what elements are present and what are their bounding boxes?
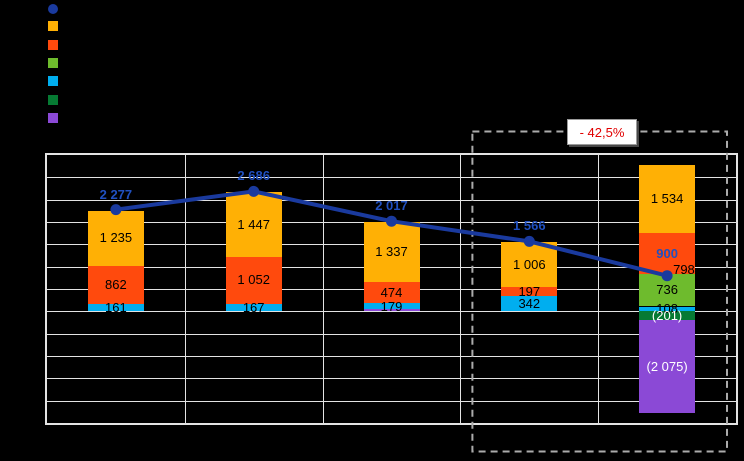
plot-area-border: [45, 153, 738, 425]
segment-value-label: 474: [380, 284, 403, 300]
gridline-vertical: [598, 155, 600, 423]
gridline-horizontal: [47, 333, 736, 335]
bar4-segment-yellow[interactable]: [501, 242, 558, 288]
change-callout-box[interactable]: - 42,5%: [567, 119, 637, 145]
segment-value-label: 1 235: [99, 230, 133, 246]
segment-value-label: 862: [105, 276, 127, 292]
segment-value-label: 342: [518, 295, 541, 311]
bar4-segment-orange[interactable]: [501, 287, 558, 297]
total-line-marker[interactable]: [248, 185, 260, 197]
total-line-marker[interactable]: [386, 215, 397, 227]
segment-value-label: 161: [105, 299, 127, 315]
bar3-segment-orange[interactable]: [363, 282, 420, 304]
green-series-swatch-icon: [48, 57, 58, 68]
bar5-segment-orange[interactable]: [639, 233, 696, 274]
segment-value-label: 736: [656, 282, 678, 298]
bar3-segment-yellow[interactable]: [363, 222, 420, 283]
change-callout-label: - 42,5%: [579, 124, 625, 140]
line-series-marker-icon: [48, 4, 58, 14]
segment-value-label: 900: [656, 245, 678, 261]
gridline-horizontal: [47, 199, 736, 201]
bar1-segment-orange[interactable]: [87, 265, 144, 305]
gridline-vertical: [184, 155, 186, 423]
segment-value-label: 1 006: [513, 256, 546, 272]
bar4-segment-cyan[interactable]: [501, 296, 558, 312]
gridline-vertical: [460, 155, 462, 423]
segment-value-label: 1 337: [375, 244, 408, 260]
total-value-label: 1 566: [513, 218, 546, 234]
bar1-segment-yellow[interactable]: [87, 210, 144, 266]
purple-series-swatch-icon: [48, 112, 58, 123]
segment-value-label: (201): [651, 307, 683, 323]
total-value-label: 2 686: [237, 168, 270, 184]
highlight-dashed-box: [471, 130, 728, 453]
bar5-segment-purple[interactable]: [639, 320, 696, 413]
bar3-segment-cyan[interactable]: [363, 303, 420, 312]
bar5-segment-darkgreen[interactable]: [639, 311, 696, 321]
total-value-label: 798: [673, 261, 695, 277]
bar2-segment-cyan[interactable]: [225, 303, 282, 312]
segment-value-label: 108: [656, 300, 678, 316]
yellow-series-swatch-icon: [48, 21, 58, 32]
orange-series-swatch-icon: [48, 39, 58, 50]
segment-value-label: (2 075): [646, 358, 688, 374]
gridline-horizontal: [47, 311, 736, 313]
segment-value-label: 179: [380, 299, 403, 315]
total-line-marker[interactable]: [110, 204, 122, 216]
cyan-series-swatch-icon: [48, 76, 58, 87]
segment-value-label: 1 447: [237, 216, 270, 232]
gridline-vertical: [322, 155, 324, 423]
gridline-horizontal: [47, 177, 736, 179]
gridline-horizontal: [47, 400, 736, 402]
segment-value-label: 1 534: [650, 191, 684, 207]
gridline-horizontal: [47, 356, 736, 357]
total-value-label: 2 277: [99, 186, 133, 202]
segment-value-label: 167: [242, 299, 265, 315]
bar1-segment-cyan[interactable]: [87, 304, 144, 312]
bar5-segment-cyan[interactable]: [639, 306, 696, 312]
total-line-marker[interactable]: [523, 235, 535, 247]
total-line-marker[interactable]: [661, 270, 673, 282]
total-value-label: 2 017: [375, 198, 408, 214]
darkgreen-series-swatch-icon: [48, 94, 58, 105]
segment-value-label: 197: [518, 283, 541, 299]
bar2-segment-yellow[interactable]: [225, 192, 282, 257]
segment-value-label: 1 052: [237, 272, 270, 288]
bar2-segment-orange[interactable]: [225, 256, 282, 304]
bar5-segment-yellow[interactable]: [639, 164, 696, 234]
bar3-segment-purple[interactable]: [363, 309, 420, 312]
gridline-horizontal: [47, 378, 736, 380]
